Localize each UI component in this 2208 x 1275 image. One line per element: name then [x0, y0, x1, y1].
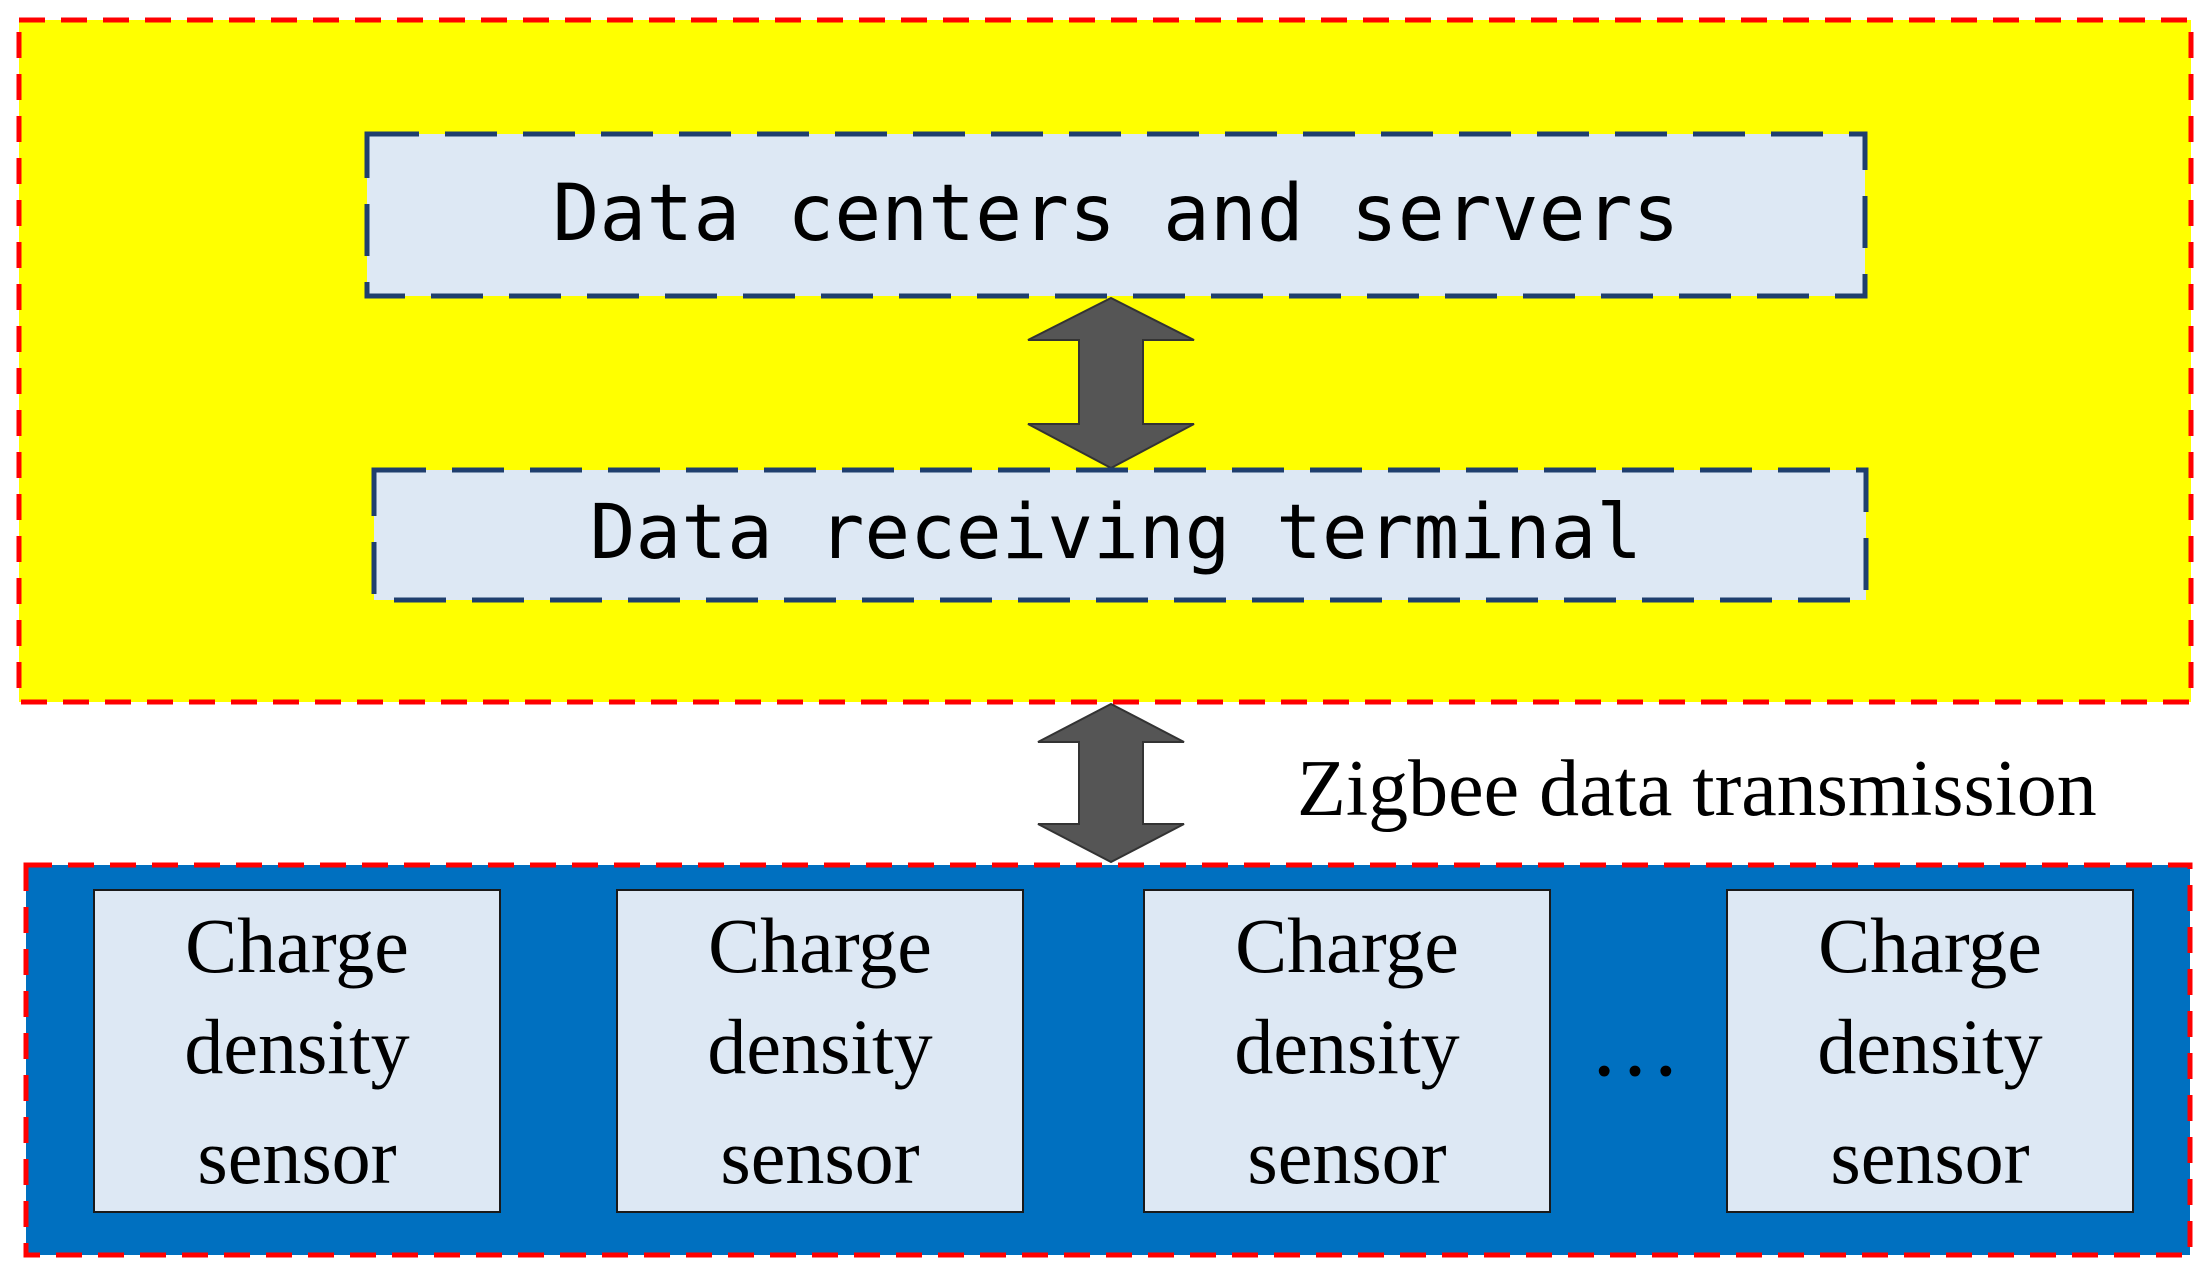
sensor-box: Charge density sensor: [616, 889, 1024, 1213]
sensor-label-line3: sensor: [1247, 1113, 1446, 1200]
bidirectional-arrow-lower: [1037, 702, 1185, 864]
data-centers-box: [364, 131, 1868, 299]
sensor-label-line2: density: [1234, 1003, 1459, 1090]
sensor-label-line1: Charge: [1235, 902, 1459, 989]
receiving-terminal-label: Data receiving terminal: [590, 487, 1642, 576]
zigbee-transmission-label: Zigbee data transmission: [1297, 745, 2097, 833]
sensor-label-line1: Charge: [185, 902, 409, 989]
sensor-label-line3: sensor: [1830, 1113, 2029, 1200]
sensor-label-line3: sensor: [197, 1113, 396, 1200]
sensor-label-line1: Charge: [708, 902, 932, 989]
sensor-ellipsis: …: [1589, 993, 1681, 1095]
sensor-label-line3: sensor: [720, 1113, 919, 1200]
receiving-terminal-box: [371, 467, 1869, 603]
sensor-box: Charge density sensor: [1726, 889, 2134, 1213]
data-centers-label: Data centers and servers: [552, 169, 1679, 259]
sensor-box: Charge density sensor: [93, 889, 501, 1213]
sensor-label-line2: density: [184, 1003, 409, 1090]
sensor-label-line2: density: [707, 1003, 932, 1090]
sensor-label-line1: Charge: [1818, 902, 2042, 989]
sensor-label-line2: density: [1817, 1003, 2042, 1090]
sensor-box: Charge density sensor: [1143, 889, 1551, 1213]
